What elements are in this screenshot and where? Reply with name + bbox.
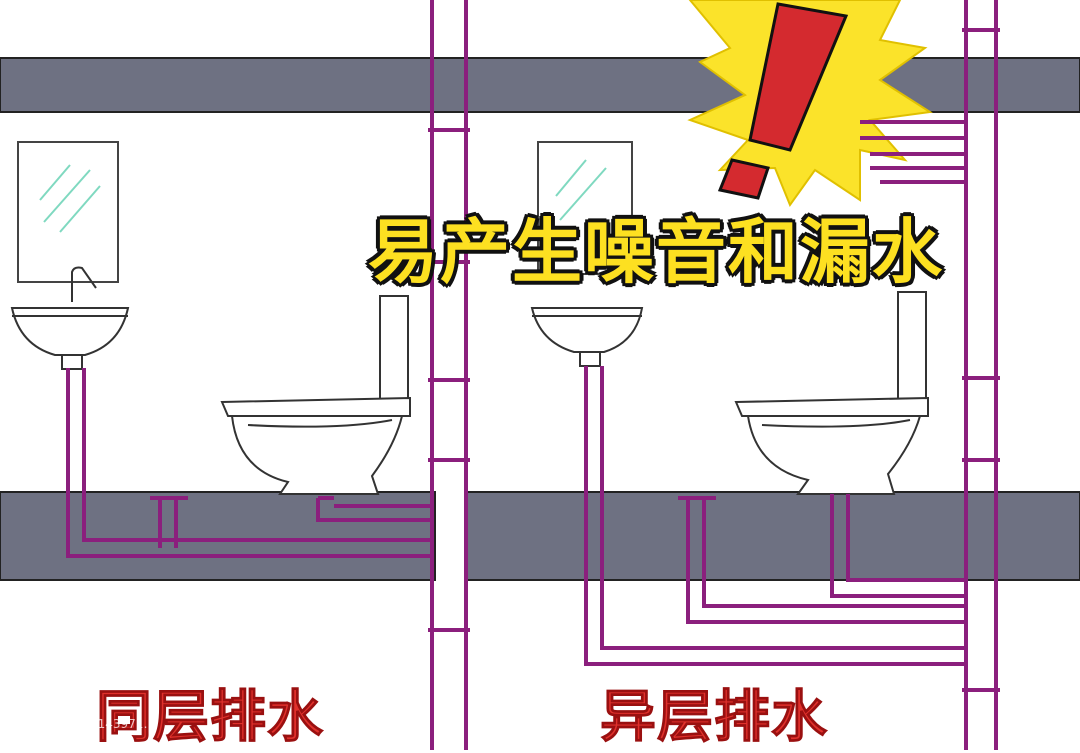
right-toilet bbox=[734, 291, 929, 495]
warning-caption: 易产生噪音和漏水 bbox=[368, 211, 944, 293]
right-drain-pipes bbox=[584, 366, 966, 666]
left-stack-pipe bbox=[428, 0, 470, 750]
left-drain-pipes bbox=[66, 368, 432, 558]
left-toilet bbox=[220, 295, 411, 495]
right-mirror bbox=[537, 141, 633, 275]
same-floor-drainage-label: 同层排水 bbox=[96, 685, 324, 751]
right-sink bbox=[530, 307, 644, 367]
left-sink bbox=[10, 266, 130, 370]
watermark: 住小帮@用户2143971… bbox=[18, 717, 156, 731]
left-mirror bbox=[17, 141, 119, 283]
exclamation-icon bbox=[717, 2, 849, 200]
different-floor-drainage-label: 异层排水 bbox=[600, 685, 828, 751]
upper-branch-pipes bbox=[860, 120, 966, 184]
lower-slab-right bbox=[464, 491, 1080, 581]
right-stack-pipe bbox=[962, 0, 1000, 750]
